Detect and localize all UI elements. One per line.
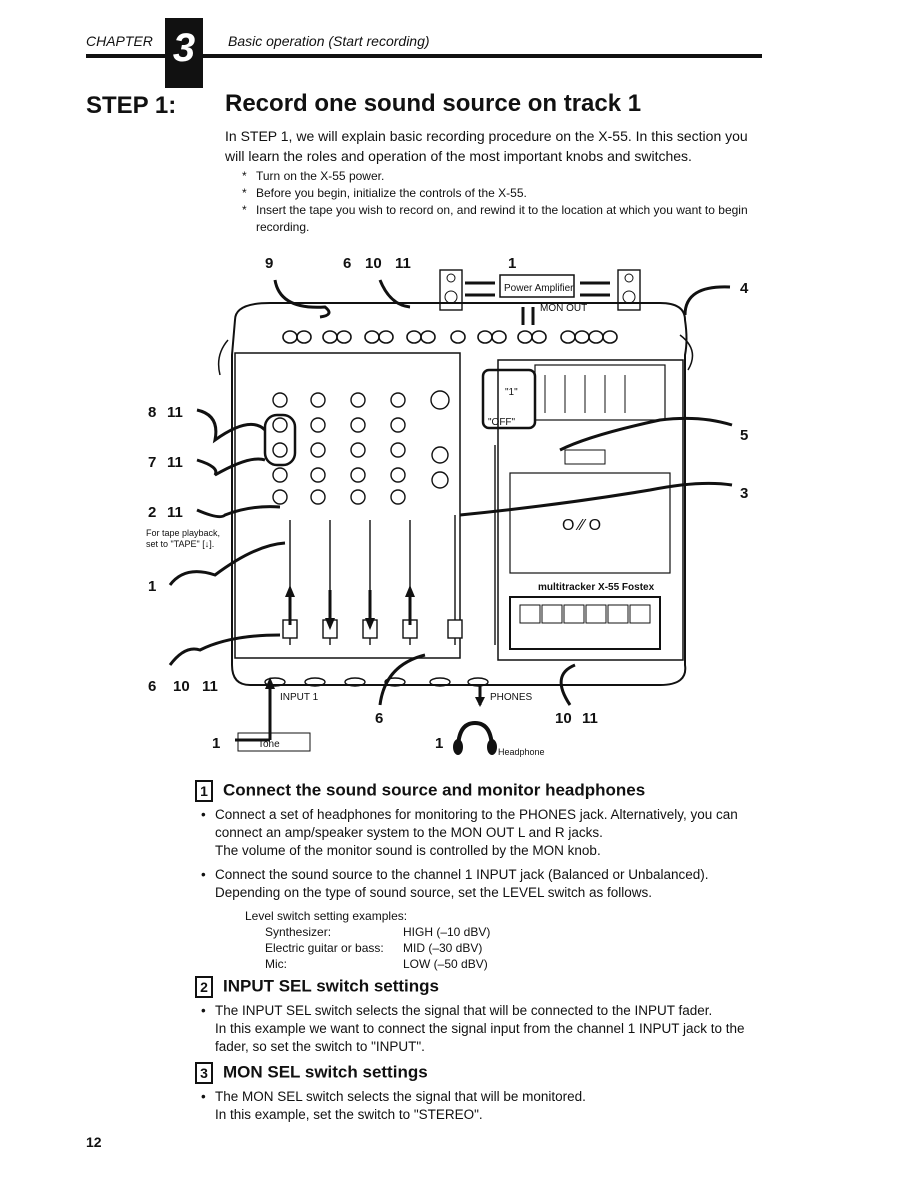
callout-1: 1 [212, 735, 220, 752]
section-body: •The MON SEL switch selects the signal t… [201, 1089, 586, 1122]
prep-item: Before you begin, initialize the control… [240, 185, 765, 202]
deck-quote-off: "OFF" [488, 417, 516, 428]
power-amplifier-label: Power Amplifier [504, 283, 574, 294]
callout-11: 11 [167, 404, 183, 421]
callout-2: 2 [148, 504, 156, 521]
chapter-number: 3 [165, 18, 203, 88]
step-label: STEP 1: [86, 92, 177, 119]
callout-7: 7 [148, 454, 156, 471]
prep-list: Turn on the X-55 power. Before you begin… [240, 168, 765, 236]
callout-10: 10 [365, 255, 382, 272]
callout-1: 1 [508, 255, 516, 272]
prep-item: Insert the tape you wish to record on, a… [240, 202, 765, 236]
level-examples: Level switch setting examples: Synthesiz… [245, 909, 491, 971]
section-number: 1 [195, 780, 213, 802]
section-number: 3 [195, 1062, 213, 1084]
callout-11: 11 [167, 454, 183, 471]
callout-1: 1 [148, 578, 156, 595]
page-number: 12 [86, 1134, 102, 1150]
mixer-diagram: "1" "OFF" O ⁄⁄ O multitracker X-55 Foste… [148, 255, 749, 757]
section-number: 2 [195, 976, 213, 998]
tape-note: For tape playback, set to "TAPE" [↓]. [146, 528, 221, 549]
deck-brand: multitracker X-55 Fostex [538, 582, 655, 593]
callout-9: 9 [265, 255, 273, 272]
callout-8: 8 [148, 404, 156, 421]
chapter-title: Basic operation (Start recording) [228, 33, 430, 49]
input1-label: INPUT 1 [280, 692, 319, 703]
callout-4: 4 [740, 280, 749, 297]
svg-text:O ⁄⁄ O: O ⁄⁄ O [562, 517, 601, 534]
callout-5: 5 [740, 427, 748, 444]
callout-10: 10 [173, 678, 190, 695]
callout-11: 11 [395, 255, 411, 272]
headphone-label: Headphone [498, 747, 545, 757]
section-body: •The INPUT SEL switch selects the signal… [201, 1003, 745, 1054]
step-title: Record one sound source on track 1 [225, 90, 642, 117]
callout-6: 6 [343, 255, 351, 272]
intro-paragraph: In STEP 1, we will explain basic recordi… [225, 128, 748, 164]
callout-11: 11 [167, 504, 183, 521]
callout-10: 10 [555, 710, 572, 727]
chapter-label: CHAPTER [86, 33, 153, 49]
mon-out-label: MON OUT [540, 303, 587, 314]
deck-quote-one: "1" [505, 387, 518, 398]
tone-label: Tone [258, 739, 280, 750]
callout-1: 1 [435, 735, 443, 752]
callout-3: 3 [740, 485, 748, 502]
callout-11: 11 [202, 678, 218, 695]
prep-item: Turn on the X-55 power. [240, 168, 765, 185]
header-rule [86, 54, 762, 58]
callout-6: 6 [148, 678, 156, 695]
callout-11: 11 [582, 710, 598, 727]
section-body: •Connect a set of headphones for monitor… [201, 807, 738, 900]
phones-label: PHONES [490, 692, 533, 703]
callout-6: 6 [375, 710, 383, 727]
